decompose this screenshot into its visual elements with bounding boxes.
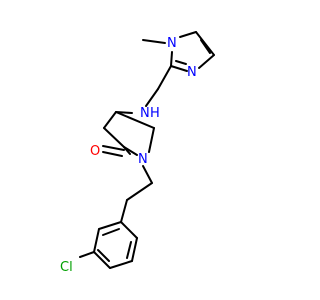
bond-ar-2 bbox=[131, 237, 138, 262]
atom-o-carbonyl: O bbox=[90, 144, 100, 159]
bond-n1-c5 bbox=[179, 31, 197, 38]
atom-n-methyl: N bbox=[167, 36, 177, 51]
bond-ar-5 bbox=[93, 228, 100, 253]
bond-ch2-ch2 bbox=[126, 182, 153, 201]
bond-ar-4 bbox=[93, 251, 111, 269]
bond-n3-c2-double-inner bbox=[175, 60, 187, 65]
bond-co-a bbox=[102, 145, 125, 151]
bond-ch2-ar bbox=[120, 199, 128, 223]
bond-c2-n1 bbox=[170, 51, 173, 67]
bond-ar-6-inner bbox=[102, 228, 120, 236]
atom-h-amine: H bbox=[150, 106, 160, 121]
atom-labels: N N N H N O Cl bbox=[60, 36, 197, 275]
atom-n-amine: N bbox=[140, 106, 150, 121]
bond-c5-c4-double-inner bbox=[200, 39, 211, 54]
bond-n3-c2-double bbox=[170, 65, 188, 72]
bond-ar-3 bbox=[109, 260, 133, 269]
bond-co-b bbox=[102, 151, 123, 157]
bond-ar-cl bbox=[79, 251, 95, 258]
bond-c4-n3 bbox=[198, 54, 215, 69]
bonds bbox=[79, 31, 215, 269]
bond-c5-c4-double bbox=[195, 31, 215, 56]
bond-c5-c4 bbox=[115, 111, 155, 129]
atom-cl: Cl bbox=[60, 260, 73, 275]
atom-n-imine: N bbox=[187, 65, 197, 80]
bond-methyl-n bbox=[142, 39, 166, 44]
bond-c4-c3 bbox=[103, 111, 117, 129]
bond-ar-4-inner bbox=[97, 249, 110, 262]
bond-ar-2-inner bbox=[126, 241, 132, 259]
bond-ar-6 bbox=[98, 221, 122, 230]
bond-n-ch2 bbox=[142, 165, 153, 184]
atom-n-ring: N bbox=[138, 152, 148, 167]
bond-n1-c5 bbox=[148, 127, 155, 153]
molecule-structure: N N N H N O Cl bbox=[60, 31, 215, 275]
bond-carbonyl bbox=[123, 146, 131, 155]
bond-c2-ch2 bbox=[157, 65, 172, 90]
bond-ar-1 bbox=[120, 221, 138, 239]
bond-c3-c2 bbox=[103, 127, 125, 148]
bond-ch2-nh bbox=[145, 88, 159, 107]
